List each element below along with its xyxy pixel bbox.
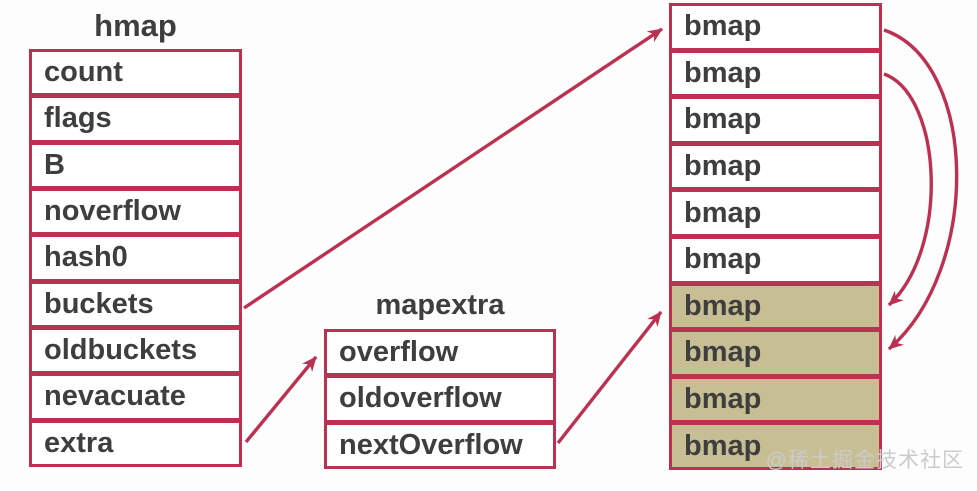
mapextra-field-label: overflow — [339, 336, 459, 369]
bmap-cell-8: bmap — [669, 375, 882, 424]
mapextra-title: mapextra — [375, 289, 505, 321]
hmap-field-extra: extra — [29, 419, 242, 467]
arrow-buckets-to-bmap0 — [243, 27, 663, 310]
watermark: @稀土掘金技术社区 — [765, 449, 964, 472]
bmap-cell-7: bmap — [669, 329, 882, 377]
bmap-cell-9: bmap — [669, 422, 882, 470]
mapextra-field-overflow: overflow — [324, 329, 556, 377]
bmap-cell-1: bmap — [669, 49, 882, 98]
bmap-cell-5: bmap — [669, 235, 882, 284]
hmap-field-count: count — [29, 49, 242, 97]
mapextra-field-nextoverflow: nextOverflow — [324, 421, 556, 469]
bmap-cell-label: bmap — [684, 383, 762, 416]
bmap-cell-6: bmap — [669, 282, 882, 331]
hmap-field-label: hash0 — [44, 241, 128, 274]
hmap-field-label: count — [44, 56, 123, 89]
hmap-field-label: flags — [44, 102, 112, 135]
arrow-bmap1-to-bmap6-curved — [883, 72, 933, 307]
hmap-field-label: noverflow — [44, 195, 181, 228]
bmap-cell-label: bmap — [684, 243, 762, 276]
hmap-field-nevacuate: nevacuate — [29, 373, 242, 421]
bmap-cell-2: bmap — [669, 96, 882, 144]
bmap-bucket-column: bmap bmap bmap bmap bmap bmap bmap bmap … — [669, 3, 882, 470]
bmap-cell-label: bmap — [684, 289, 762, 322]
mapextra-field-oldoverflow: oldoverflow — [324, 375, 556, 423]
arrow-bmap0-to-bmap7-curved — [883, 28, 959, 351]
hmap-field-buckets: buckets — [29, 280, 242, 328]
bmap-cell-label: bmap — [684, 10, 762, 43]
hmap-field-label: oldbuckets — [44, 334, 198, 367]
hmap-field-oldbuckets: oldbuckets — [29, 326, 242, 375]
hmap-field-label: extra — [44, 426, 114, 459]
hmap-table: count flags B noverflow hash0 buckets ol… — [29, 49, 242, 467]
bmap-cell-label: bmap — [684, 103, 762, 136]
arrow-extra-to-overflow — [244, 355, 318, 444]
hmap-field-label: B — [44, 148, 65, 181]
arrow-nextoverflow-to-bmap6 — [556, 310, 663, 445]
hmap-field-label: buckets — [44, 287, 154, 320]
mapextra-field-label: oldoverflow — [339, 382, 502, 415]
bmap-cell-label: bmap — [684, 336, 762, 369]
bmap-cell-label: bmap — [684, 150, 762, 183]
hmap-field-label: nevacuate — [44, 380, 186, 413]
hmap-field-hash0: hash0 — [29, 234, 242, 282]
bmap-cell-0: bmap — [669, 3, 882, 51]
bmap-cell-label: bmap — [684, 196, 762, 229]
bmap-cell-label: bmap — [684, 429, 762, 462]
hmap-field-noverflow: noverflow — [29, 187, 242, 236]
mapextra-field-label: nextOverflow — [339, 428, 523, 461]
bmap-cell-4: bmap — [669, 189, 882, 237]
hmap-title: hmap — [94, 8, 177, 43]
bmap-cell-label: bmap — [684, 56, 762, 89]
hmap-field-b: B — [29, 141, 242, 189]
hmap-field-flags: flags — [29, 95, 242, 143]
bmap-cell-3: bmap — [669, 142, 882, 191]
mapextra-table: overflow oldoverflow nextOverflow — [324, 329, 556, 469]
